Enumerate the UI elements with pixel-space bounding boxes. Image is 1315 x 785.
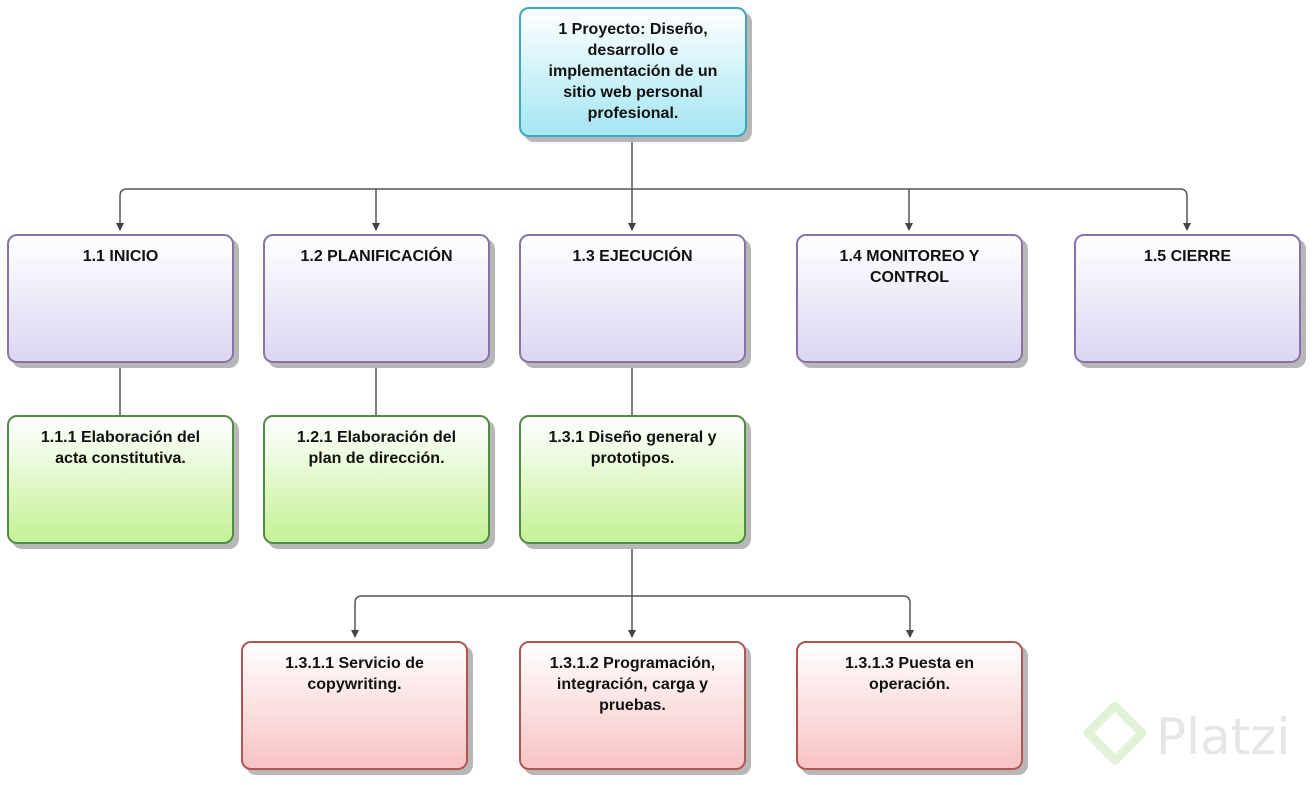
connector-phase-bar — [127, 188, 1188, 197]
node-phase-monitoreo-control[interactable]: 1.4 MONITOREO Y CONTROL — [796, 234, 1023, 363]
platzi-logo-icon — [1083, 701, 1147, 765]
connector-subtask-bar — [362, 595, 911, 604]
node-task-plan-direccion[interactable]: 1.2.1 Elaboración del plan de dirección. — [263, 415, 490, 544]
node-phase-inicio[interactable]: 1.1 INICIO — [7, 234, 234, 363]
node-subtask-puesta-operacion[interactable]: 1.3.1.3 Puesta en operación. — [796, 641, 1023, 770]
node-subtask-copywriting[interactable]: 1.3.1.1 Servicio de copywriting. — [241, 641, 468, 770]
node-root-project[interactable]: 1 Proyecto: Diseño, desarrollo e impleme… — [519, 7, 747, 137]
node-task-acta-constitutiva[interactable]: 1.1.1 Elaboración del acta constitutiva. — [7, 415, 234, 544]
node-subtask-programacion[interactable]: 1.3.1.2 Programación, integración, carga… — [519, 641, 746, 770]
node-phase-planificacion[interactable]: 1.2 PLANIFICACIÓN — [263, 234, 490, 363]
connector-to-phase-1 — [116, 188, 128, 231]
connector-to-subtask-1 — [351, 595, 363, 638]
platzi-watermark: Platzi — [1080, 700, 1305, 772]
node-task-diseno-prototipos[interactable]: 1.3.1 Diseño general y prototipos. — [519, 415, 746, 544]
watermark-text: Platzi — [1156, 708, 1291, 766]
node-phase-ejecucion[interactable]: 1.3 EJECUCIÓN — [519, 234, 746, 363]
node-phase-cierre[interactable]: 1.5 CIERRE — [1074, 234, 1301, 363]
